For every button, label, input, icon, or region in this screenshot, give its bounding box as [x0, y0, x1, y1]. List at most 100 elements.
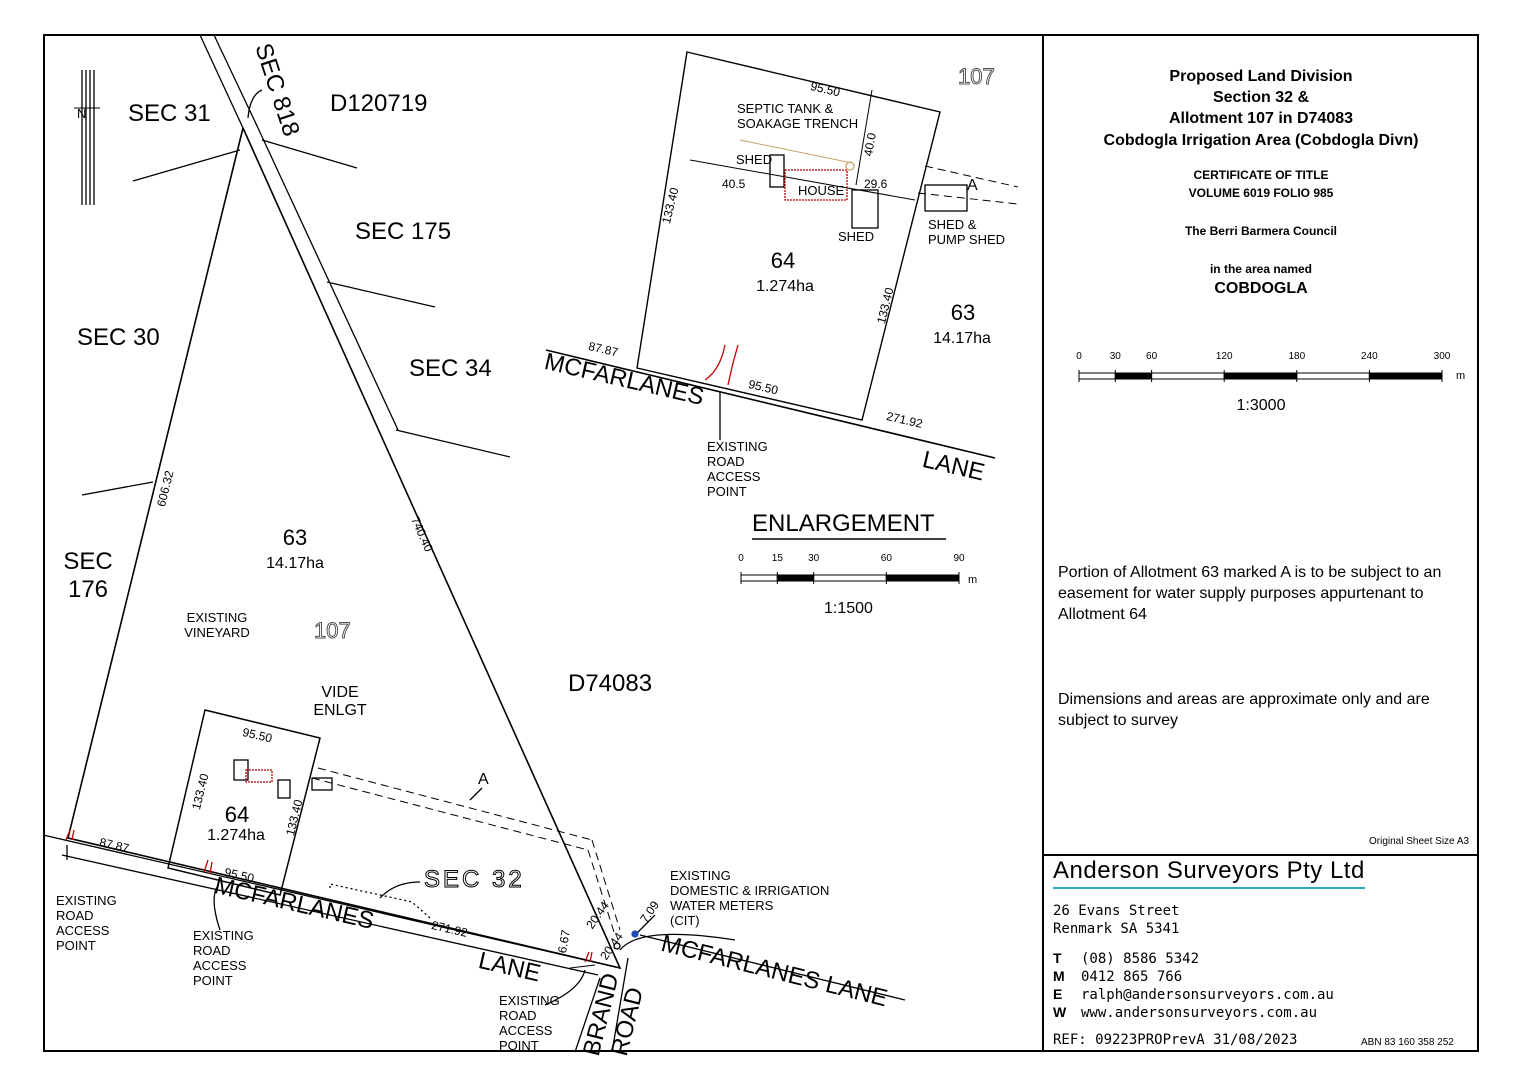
- company-address-2: Renmark SA 5341: [1053, 921, 1180, 937]
- email-link[interactable]: ralph@andersonsurveyors.com.au: [1081, 987, 1334, 1003]
- sec32-leader: [379, 881, 421, 899]
- enl-scale-bar: [740, 572, 960, 584]
- scale-segment: [885, 574, 960, 582]
- road-east-line: [639, 934, 906, 1001]
- company-block: Anderson Surveyors Pty Ltd 26 Evans Stre…: [1043, 855, 1479, 1052]
- enl-access-marker: [704, 344, 739, 386]
- enl-shed-building: [769, 154, 785, 188]
- lot107-label: 107: [314, 617, 352, 643]
- brand-road-east: [611, 957, 629, 1053]
- scale-tick-label: 240: [1361, 351, 1378, 362]
- existing-vineyard-label: EXISTING VINEYARD: [184, 610, 250, 640]
- title-block: Proposed Land Division Section 32 & Allo…: [1043, 34, 1479, 854]
- council-name: The Berri Barmera Council: [1184, 224, 1338, 238]
- certificate-line-1: CERTIFICATE OF TITLE: [1193, 168, 1329, 182]
- title-line-1: Proposed Land Division: [1169, 68, 1353, 85]
- easement-strip: [311, 767, 621, 933]
- enl-scale-unit: m: [968, 574, 978, 586]
- enl-dim-left-offset: 40.5: [722, 177, 746, 191]
- road-edge-south: [61, 854, 599, 976]
- access-marker-3: [584, 951, 593, 963]
- sec818-east-line: [213, 34, 259, 129]
- enl-shed-pump-label: SHED & PUMP SHED: [928, 217, 1006, 247]
- septic-trench-line: [739, 139, 853, 164]
- area-name: COBDOGLA: [1214, 280, 1308, 297]
- house-building: [245, 769, 273, 783]
- scale-segment: [740, 574, 778, 582]
- sec175-label: SEC 175: [355, 218, 452, 245]
- company-abn: ABN 83 160 358 252: [1361, 1037, 1454, 1048]
- shed-building-2: [277, 779, 291, 799]
- title-line-3: Allotment 107 in D74083: [1168, 110, 1354, 127]
- pump-shed-building: [311, 777, 333, 791]
- road-east-edge: [619, 933, 736, 951]
- access-point-note-3: EXISTING ROAD ACCESS POINT: [499, 993, 560, 1053]
- access-marker-2: [203, 859, 213, 875]
- certificate-line-2: VOLUME 6019 FOLIO 985: [1188, 186, 1334, 200]
- d74083-label: D74083: [568, 670, 653, 697]
- meter-point-blue: [631, 930, 639, 938]
- enl-easement-strip: [917, 165, 1019, 205]
- sec175-boundary: [326, 281, 436, 308]
- enl-house-building: [784, 169, 848, 201]
- company-name: Anderson Surveyors Pty Ltd: [1053, 857, 1365, 889]
- scale-segment: [813, 574, 887, 582]
- area-intro: in the area named: [1209, 262, 1313, 276]
- scale-tick-label: 300: [1433, 351, 1451, 362]
- company-address-1: 26 Evans Street: [1053, 903, 1180, 919]
- north-arrow-icon: [74, 70, 100, 205]
- septic-label: SEPTIC TANK & SOAKAGE TRENCH: [737, 101, 859, 131]
- enl-scale-ratio: 1:1500: [824, 600, 873, 617]
- sec30-label: SEC 30: [77, 324, 160, 351]
- road-edge-north: [42, 834, 621, 969]
- sec32-label: SEC 32: [424, 866, 525, 894]
- enl-allotment-63-number: 63: [950, 300, 976, 325]
- enl-allotment-64-boundary: [636, 51, 941, 421]
- scale-segment: [776, 574, 815, 582]
- sec176-label: SEC 176: [63, 548, 113, 603]
- title-line-2: Section 32 &: [1212, 89, 1310, 106]
- water-meters-note: EXISTING DOMESTIC & IRRIGATION WATER MET…: [670, 868, 830, 928]
- scale-tick-label: 90: [953, 553, 965, 564]
- scale-tick-label: 0: [738, 553, 744, 564]
- allotment-64-area: 1.274ha: [207, 827, 265, 844]
- allotment-63-area: 14.17ha: [266, 555, 324, 572]
- easement-mark: A: [478, 771, 489, 788]
- enl-shed-building-2: [851, 189, 879, 229]
- allotment-63-number: 63: [282, 525, 308, 550]
- scale-tick-label: 30: [1109, 351, 1121, 362]
- scale-tick-label: 60: [1146, 351, 1158, 362]
- enl-pump-shed-building: [924, 184, 968, 212]
- allotment-64-boundary: [167, 709, 321, 896]
- meters-leader: [634, 914, 656, 936]
- enl-allotment-63-area: 14.17ha: [933, 330, 991, 347]
- enl-shed-label: SHED: [736, 152, 773, 167]
- enl-setback-line: [855, 89, 873, 186]
- scale-tick-label: 120: [1215, 351, 1233, 362]
- company-phone: T(08) 8586 5342: [1053, 950, 1200, 967]
- sec34-boundary: [395, 429, 511, 458]
- allotment-63-boundary: [67, 127, 622, 970]
- d120719-boundary: [261, 139, 358, 169]
- enl-access-point-note: EXISTING ROAD ACCESS POINT: [707, 439, 768, 499]
- scale-tick-label: 180: [1288, 351, 1306, 362]
- dim-leader: [569, 964, 596, 969]
- enlargement-heading: ENLARGEMENT: [752, 510, 935, 537]
- scale-tick-label: 30: [808, 553, 820, 564]
- sec818-leader: [247, 89, 263, 119]
- easement-note: Portion of Allotment 63 marked A is to b…: [1058, 564, 1442, 623]
- access-leader-2: [213, 886, 221, 931]
- sheet-size-note: Original Sheet Size A3: [1369, 836, 1470, 847]
- scale-tick-label: 60: [880, 553, 892, 564]
- d120719-label: D120719: [330, 90, 428, 117]
- web-link[interactable]: www.andersonsurveyors.com.au: [1081, 1005, 1318, 1021]
- drawing-ref: REF: 09223PROPrevA 31/08/2023: [1053, 1032, 1298, 1048]
- sec32-outline: [329, 883, 431, 919]
- dimensions-note: Dimensions and areas are approximate onl…: [1058, 691, 1430, 729]
- tb-scale-ratio: 1:3000: [1236, 397, 1286, 414]
- sec34-label: SEC 34: [409, 355, 492, 382]
- allotment-64-number: 64: [224, 802, 250, 827]
- north-label: N: [77, 106, 87, 121]
